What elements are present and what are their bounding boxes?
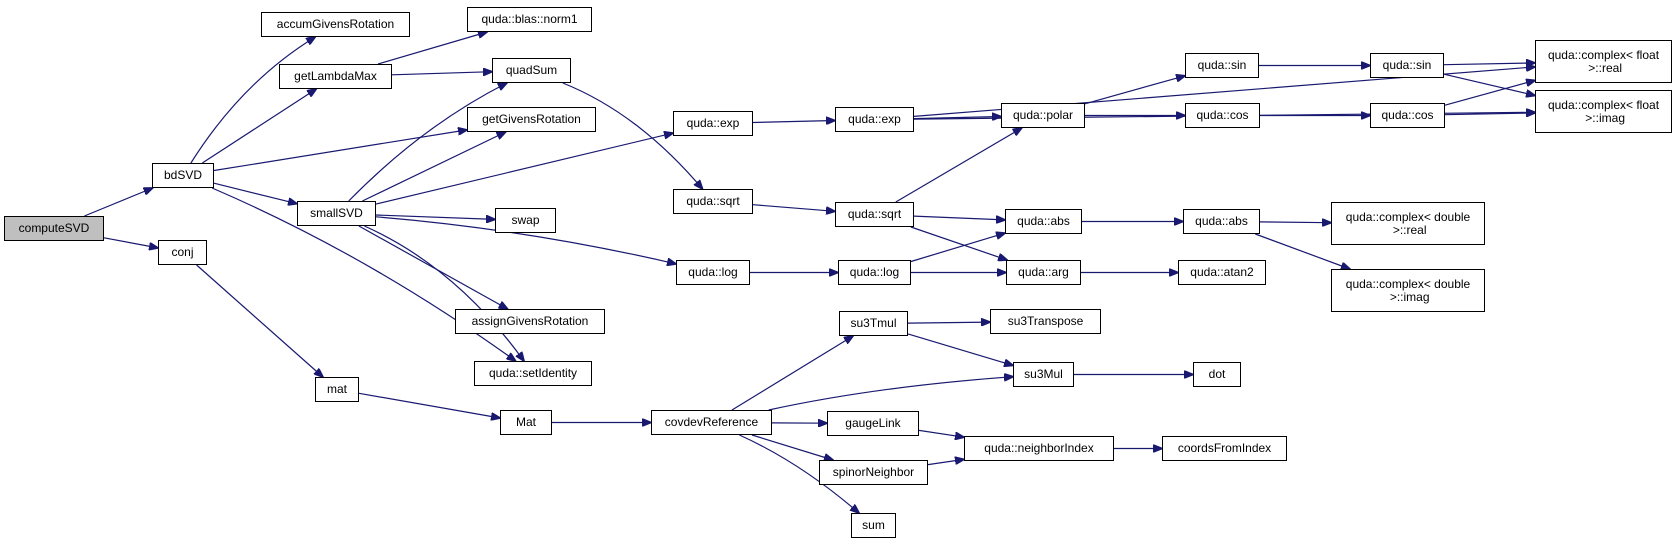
edge-log2-to-abs1 <box>910 233 1005 263</box>
edge-polar-to-sin1 <box>1084 76 1185 105</box>
edge-sqrt2-to-abs1 <box>913 215 1005 220</box>
edge-abs2-to-cd-imag <box>1255 233 1350 269</box>
edge-get-lambda-max-to-quad-sum <box>391 72 492 75</box>
edge-sqrt2-to-arg <box>910 226 1007 260</box>
edge-conj-to-mat <box>196 264 323 377</box>
node-su3-tmul[interactable]: su3Tmul <box>839 311 908 336</box>
node-neighbor-index[interactable]: quda::neighborIndex <box>964 436 1114 461</box>
node-exp2[interactable]: quda::exp <box>835 107 914 132</box>
edge-bd-svd-to-get-lambda-max <box>201 89 316 164</box>
edge-abs2-to-cd-real <box>1259 222 1331 223</box>
edge-small-svd-to-get-givens-rotation <box>362 132 505 202</box>
node-assign-givens-rotation[interactable]: assignGivensRotation <box>455 309 605 334</box>
node-cd-imag[interactable]: quda::complex< double >::imag <box>1331 269 1485 312</box>
node-set-identity[interactable]: quda::setIdentity <box>474 361 592 386</box>
edge-cos2-to-cf-imag <box>1444 113 1535 115</box>
node-blas-norm1[interactable]: quda::blas::norm1 <box>467 7 592 32</box>
node-sqrt1[interactable]: quda::sqrt <box>673 189 753 214</box>
node-get-givens-rotation[interactable]: getGivensRotation <box>467 107 596 132</box>
edge-covdev-reference-to-sum <box>739 434 859 513</box>
edge-su3-tmul-to-su3-mul <box>907 333 1013 366</box>
node-bd-svd[interactable]: bdSVD <box>152 163 214 188</box>
edge-exp2-to-polar <box>913 117 1001 119</box>
edge-sin2-to-cf-imag <box>1443 73 1535 95</box>
node-mat[interactable]: Mat <box>500 410 552 435</box>
node-swap[interactable]: swap <box>495 208 556 233</box>
node-log2[interactable]: quda::log <box>838 260 911 285</box>
node-abs1[interactable]: quda::abs <box>1005 209 1082 234</box>
node-sum[interactable]: sum <box>851 513 896 538</box>
edge-sqrt2-to-polar <box>895 128 1022 203</box>
edge-small-svd-to-exp1 <box>375 133 673 205</box>
node-conj[interactable]: conj <box>158 240 207 265</box>
node-atan2[interactable]: quda::atan2 <box>1178 260 1266 285</box>
node-get-lambda-max[interactable]: getLambdaMax <box>279 64 392 89</box>
edge-bd-svd-to-small-svd <box>213 182 297 204</box>
edge-cos2-to-cf-real <box>1444 80 1535 106</box>
edge-quad-sum-to-sqrt1 <box>562 82 703 189</box>
edge-small-svd-to-set-identity <box>364 225 524 361</box>
node-sin2[interactable]: quda::sin <box>1370 53 1444 78</box>
call-edges <box>84 32 1535 513</box>
edge-spinor-neighbor-to-neighbor-index <box>927 459 964 466</box>
node-covdev-reference[interactable]: covdevReference <box>651 410 772 435</box>
node-coords-from-index[interactable]: coordsFromIndex <box>1162 436 1287 461</box>
edge-gauge-link-to-neighbor-index <box>918 429 964 437</box>
node-cf-imag[interactable]: quda::complex< float >::imag <box>1535 90 1672 133</box>
node-quad-sum[interactable]: quadSum <box>492 58 571 83</box>
edge-compute-svd-to-bd-svd <box>84 188 152 217</box>
edge-covdev-reference-to-spinor-neighbor <box>751 434 833 460</box>
node-mat[interactable]: mat <box>315 377 359 402</box>
edge-compute-svd-to-conj <box>103 237 158 248</box>
node-log1[interactable]: quda::log <box>676 260 750 285</box>
edge-covdev-reference-to-su3-mul <box>768 377 1013 411</box>
node-su3-mul[interactable]: su3Mul <box>1013 362 1074 387</box>
node-accum-givens-rotation[interactable]: accumGivensRotation <box>261 12 410 37</box>
node-su3-transpose[interactable]: su3Transpose <box>990 309 1101 334</box>
edge-bd-svd-to-accum-givens-rotation <box>190 37 315 164</box>
edge-sqrt1-to-sqrt2 <box>752 204 835 212</box>
node-abs2[interactable]: quda::abs <box>1183 209 1260 234</box>
edge-small-svd-to-log1 <box>375 216 676 264</box>
node-small-svd[interactable]: smallSVD <box>297 201 376 226</box>
node-gauge-link[interactable]: gaugeLink <box>827 411 919 436</box>
edge-small-svd-to-quad-sum <box>348 83 507 202</box>
node-cos1[interactable]: quda::cos <box>1185 103 1260 128</box>
node-sin1[interactable]: quda::sin <box>1185 53 1259 78</box>
node-polar[interactable]: quda::polar <box>1001 103 1085 128</box>
node-exp1[interactable]: quda::exp <box>673 111 753 136</box>
node-dot[interactable]: dot <box>1193 362 1241 387</box>
node-cos2[interactable]: quda::cos <box>1370 103 1445 128</box>
node-spinor-neighbor[interactable]: spinorNeighbor <box>819 460 928 485</box>
edge-bd-svd-to-get-givens-rotation <box>213 130 467 172</box>
edge-get-lambda-max-to-blas-norm1 <box>377 32 487 65</box>
edge-su3-tmul-to-su3-transpose <box>907 322 990 323</box>
edge-mat-to-mat <box>358 392 500 418</box>
node-compute-svd: computeSVD <box>4 216 104 241</box>
node-sqrt2[interactable]: quda::sqrt <box>835 202 914 227</box>
edge-sin2-to-cf-real <box>1443 63 1535 65</box>
edge-covdev-reference-to-su3-tmul <box>731 336 853 411</box>
node-cd-real[interactable]: quda::complex< double >::real <box>1331 202 1485 245</box>
edge-small-svd-to-swap <box>375 214 495 219</box>
edge-exp1-to-exp2 <box>752 121 835 123</box>
node-cf-real[interactable]: quda::complex< float >::real <box>1535 40 1672 83</box>
node-arg[interactable]: quda::arg <box>1006 260 1081 285</box>
